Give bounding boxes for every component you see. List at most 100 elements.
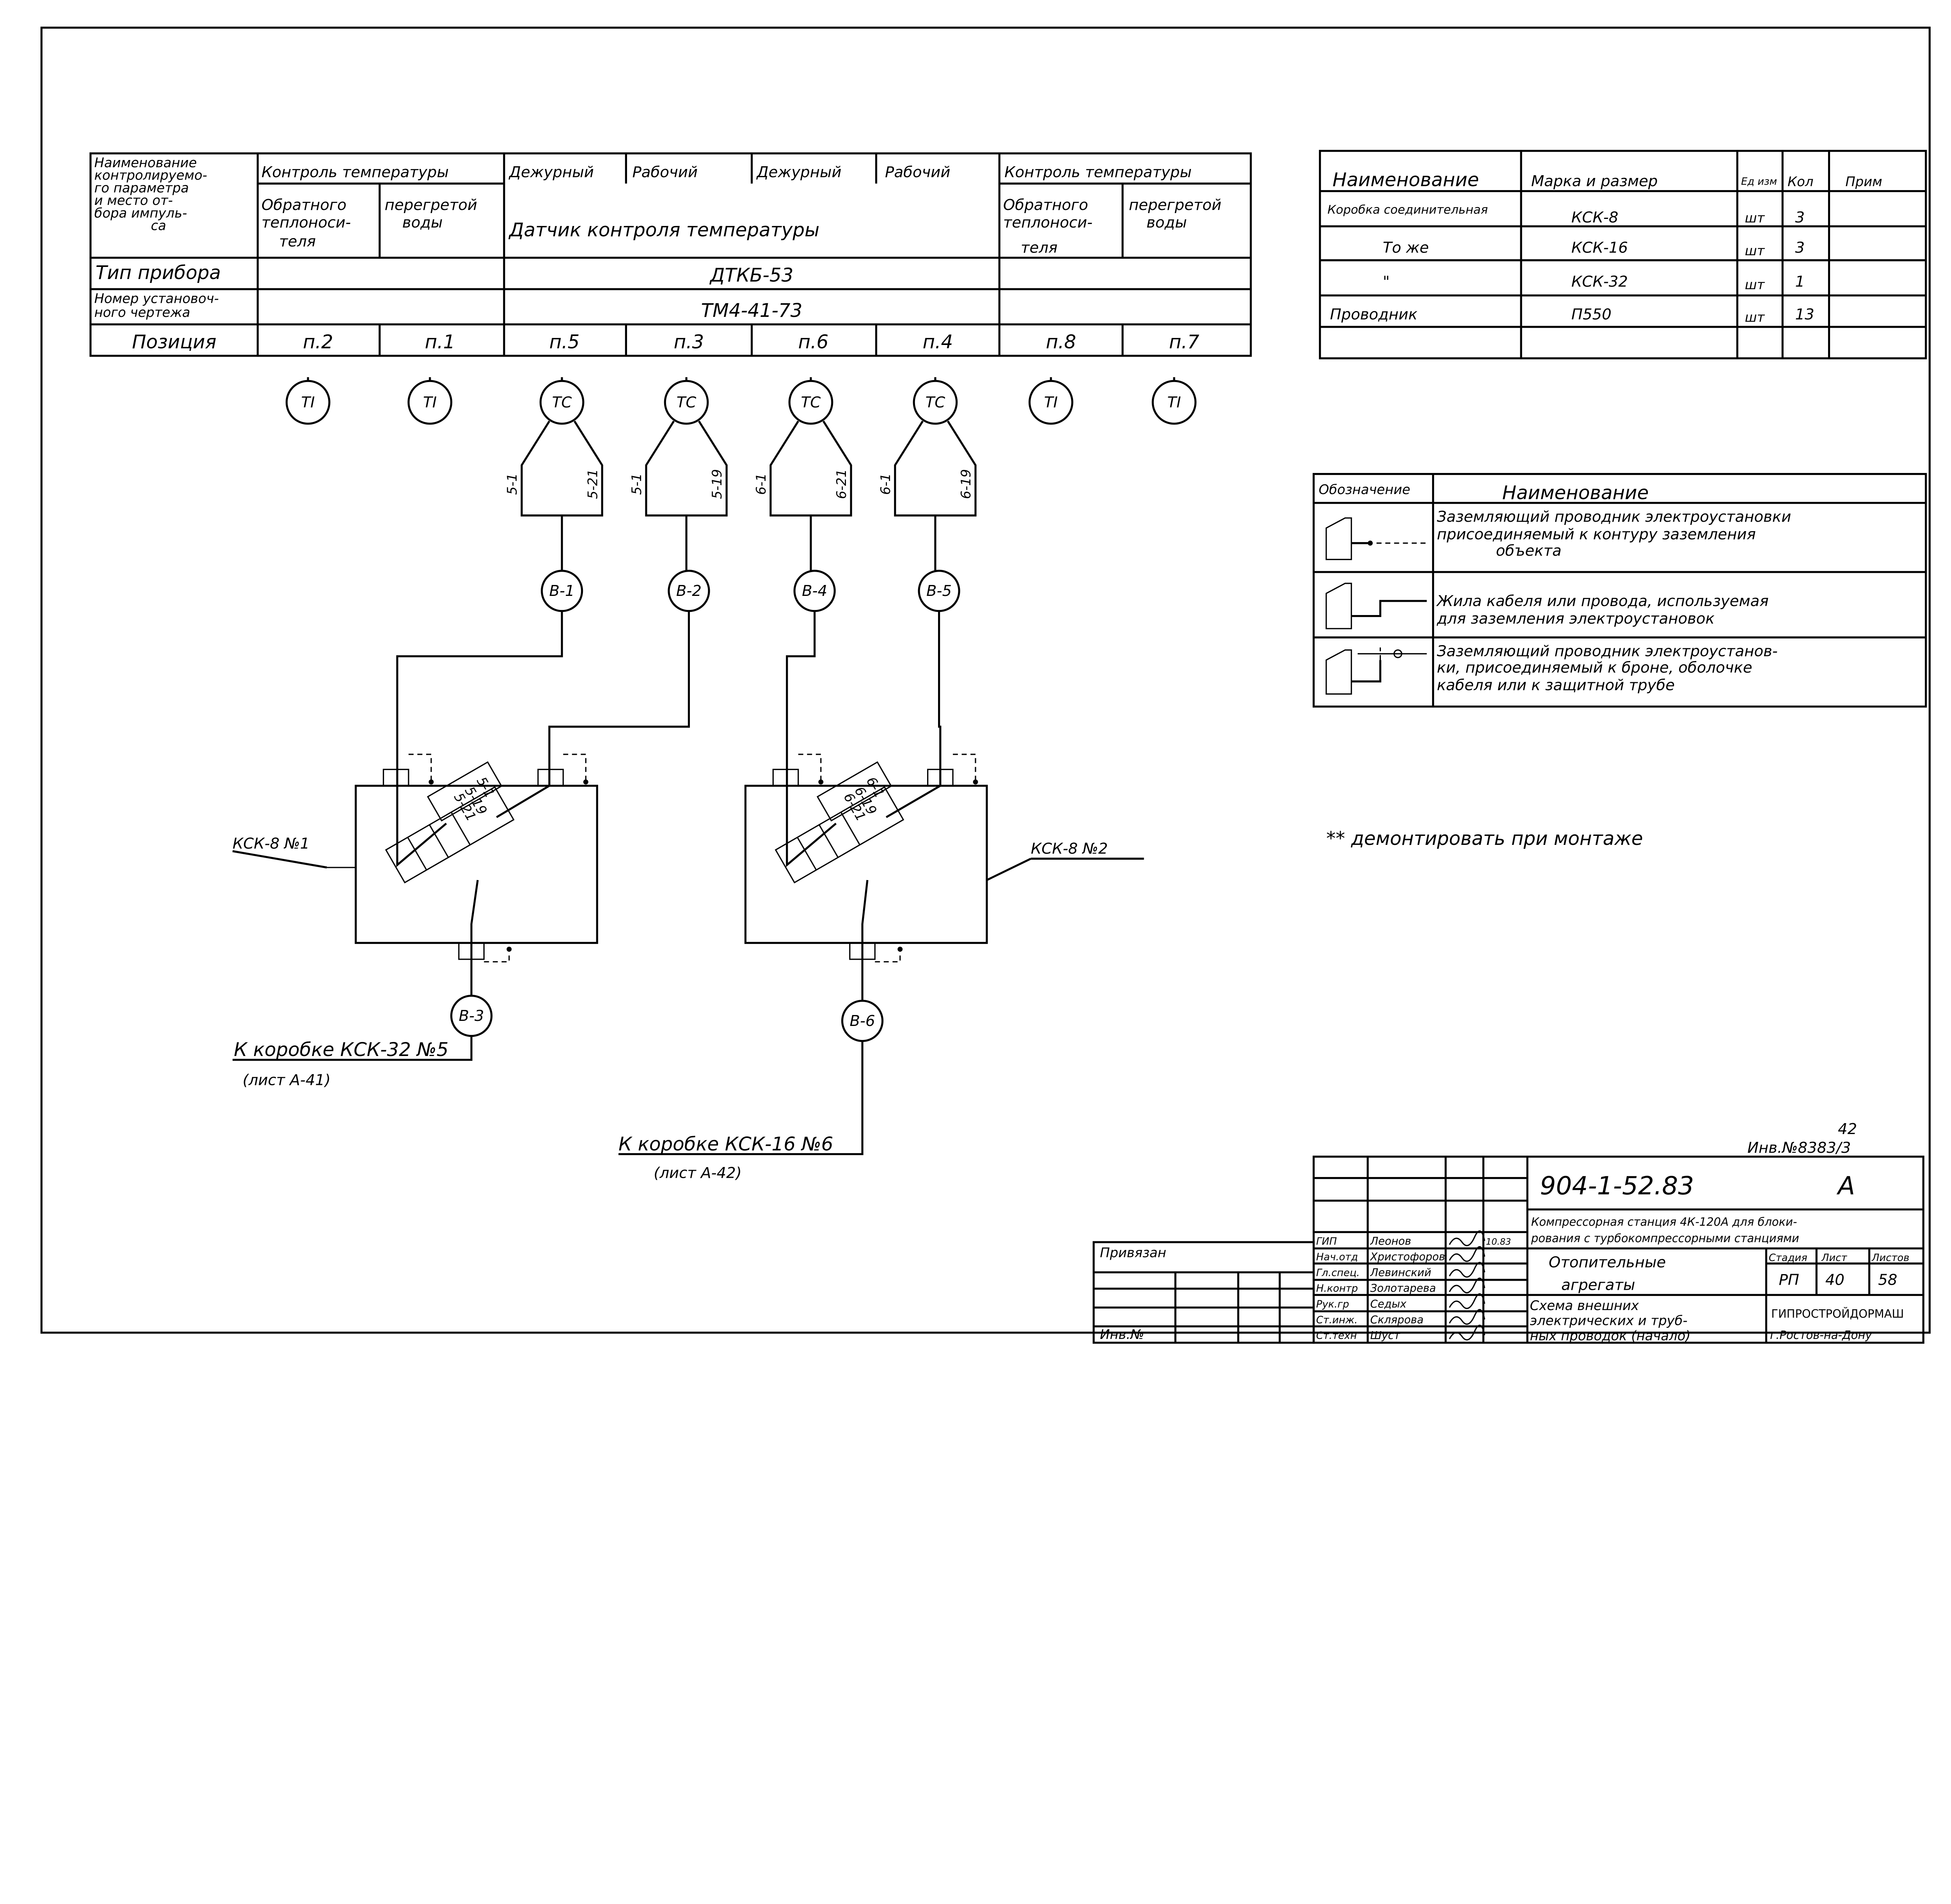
instrument-tag: TI	[423, 394, 437, 411]
param-header-line: бора импуль-	[94, 205, 187, 220]
param-header-line: Наименование	[94, 155, 197, 170]
inv-no-label: Инв.№	[1100, 1327, 1144, 1342]
spec-cell-mark: КСК-8	[1571, 209, 1618, 226]
wire-label: 6-1	[878, 473, 893, 495]
spec-cell-mark: КСК-32	[1571, 273, 1628, 291]
return-heat-header: Обратного	[261, 196, 346, 214]
return-heat-header: Обратного	[1003, 196, 1088, 214]
instrument-bubble	[788, 380, 833, 425]
organization: ГИПРОСТРОЙДОРМАШ	[1771, 1307, 1904, 1320]
stage-value: РП	[1779, 1271, 1799, 1289]
wire-label: 5-1	[505, 473, 520, 495]
instrument-bubble	[407, 380, 453, 425]
return-heat-header: теплоноси-	[261, 214, 351, 231]
sheets-label: Листов	[1871, 1252, 1909, 1264]
instrument-tag: TC	[552, 394, 572, 411]
cable-b4: В-4	[802, 582, 827, 600]
person-name: Левинский	[1370, 1267, 1431, 1279]
work-header: Рабочий	[632, 164, 698, 181]
ground-conductor-symbol	[1326, 517, 1427, 560]
role: Ст.техн	[1316, 1330, 1357, 1342]
instrument-bubble	[285, 380, 330, 425]
section-title: агрегаты	[1561, 1276, 1635, 1294]
sheet-title: электрических и труб-	[1530, 1313, 1688, 1328]
box-2-label: КСК-8 №2	[1031, 840, 1108, 857]
section-title: Отопительные	[1549, 1253, 1666, 1271]
spec-cell-mark: П550	[1571, 306, 1612, 323]
position-cell: п.3	[674, 331, 704, 353]
person-name: Шуст	[1370, 1330, 1401, 1342]
device-type-value: ДТКБ-53	[709, 265, 794, 286]
signature	[1449, 1230, 1485, 1246]
role: Ст.инж.	[1316, 1314, 1358, 1326]
spec-cell-unit: шт	[1745, 210, 1765, 226]
drawing-value: ТМ4-41-73	[701, 300, 803, 322]
wire-label: 6-21	[834, 469, 849, 499]
instrument-bubble	[913, 380, 958, 425]
group-temp-control-left: Контроль температуры	[261, 164, 449, 181]
spec-cell-unit: шт	[1745, 277, 1765, 292]
title-block: 904-1-52.83 А Компрессорная станция 4К-1…	[1313, 1156, 1924, 1344]
person-name: Золотарева	[1370, 1282, 1436, 1294]
destination-1: К коробке КСК-32 №5	[234, 1039, 448, 1061]
person-name: Леонов	[1370, 1235, 1411, 1247]
cable-b2: В-2	[676, 582, 702, 600]
wire-label: 6-19	[958, 469, 974, 499]
spec-cell-name: Проводник	[1330, 306, 1418, 323]
spec-cell-name: Коробка соединительная	[1327, 203, 1488, 217]
city: г.Ростов-на-Дону	[1770, 1328, 1872, 1342]
sheets-value: 58	[1878, 1271, 1897, 1289]
legend-header: Наименование	[1502, 482, 1649, 504]
legend-text: объекта	[1496, 542, 1562, 560]
instrument-table: Наименование контролируемо- го параметра…	[89, 152, 1252, 357]
signature	[1449, 1324, 1485, 1340]
wire-label: 5-19	[709, 469, 725, 499]
person-name: Склярова	[1370, 1314, 1424, 1326]
duty-header: Дежурный	[508, 164, 594, 181]
drawing-code: 904-1-52.83	[1540, 1172, 1694, 1201]
return-heat-header: теля	[279, 233, 316, 250]
instrument-bubble	[539, 380, 585, 425]
legend-table: Обозначение Наименование Заземляющий про…	[1313, 473, 1927, 708]
instrument-bubble	[664, 380, 709, 425]
position-cell: п.7	[1169, 331, 1199, 353]
sheet-frame	[40, 27, 1931, 1334]
spec-header: Кол	[1788, 174, 1813, 189]
spec-row: Коробка соединительная КСК-8 шт 3	[1327, 203, 1805, 227]
wire-label: 6-1	[753, 473, 769, 495]
superheated-header: воды	[402, 214, 443, 231]
group-temp-control-right: Контроль температуры	[1004, 164, 1192, 181]
project-title: рования с турбокомпрессорными станциями	[1531, 1232, 1799, 1245]
signature	[1449, 1262, 1485, 1278]
return-heat-header: теля	[1021, 239, 1057, 257]
signature-row: Ст.инж. Склярова	[1316, 1309, 1485, 1326]
return-heat-header: теплоноси-	[1003, 214, 1093, 231]
instrument-tag: TC	[801, 394, 821, 411]
drawing-label: ного чертежа	[94, 305, 190, 320]
sensor-wire-fan: 6-1 6-19	[878, 420, 977, 571]
legend-header: Обозначение	[1319, 482, 1411, 497]
wiring	[233, 611, 942, 1156]
spec-cell-qty: 3	[1795, 209, 1805, 226]
spec-header: Ед изм	[1741, 176, 1777, 188]
cable-b3: В-3	[459, 1007, 484, 1025]
destination-2-sheet: (лист А-42)	[654, 1164, 742, 1182]
attached-label: Привязан	[1100, 1245, 1166, 1260]
role: Н.контр	[1316, 1283, 1358, 1294]
project-title: Компрессорная станция 4К-120А для блоки-	[1531, 1215, 1797, 1228]
sheet-title: ных проводок (начало)	[1530, 1328, 1691, 1343]
instrument-bubble	[1151, 380, 1197, 425]
position-cell: п.8	[1046, 331, 1076, 353]
sensor-wire-fan: 6-1 6-21	[753, 420, 852, 571]
spec-cell-name: То же	[1383, 239, 1429, 257]
position-cell: п.5	[549, 331, 580, 353]
instrument-tag: TI	[1167, 394, 1181, 411]
signature	[1449, 1277, 1485, 1294]
position-cell: п.2	[303, 331, 333, 353]
